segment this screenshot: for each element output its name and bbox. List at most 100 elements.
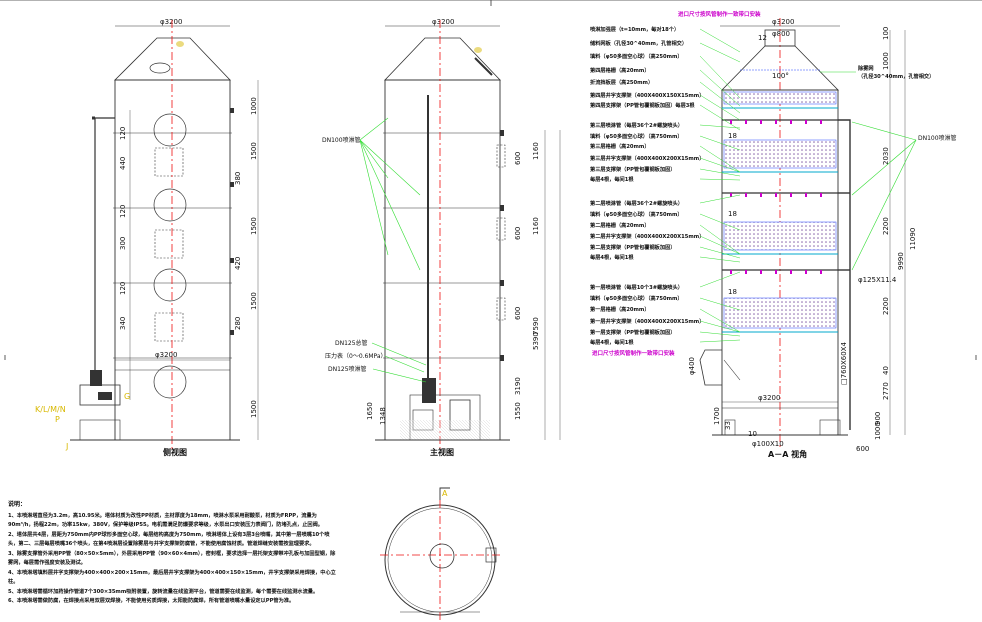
svg-text:φ3200: φ3200: [758, 394, 780, 402]
side-view: φ3200: [35, 18, 259, 457]
section-item-label: 第二层支撑架（PP管包覆钢板加固）: [590, 243, 675, 251]
section-item-label: 每层4根，每间1根: [590, 175, 634, 183]
side-pump-j: J: [65, 442, 68, 451]
section-top-note: 进口尺寸按风管制作一致带口安装: [678, 10, 761, 18]
section-item-label: 第四层格栅（高20mm）: [590, 66, 650, 74]
svg-text:φ800: φ800: [772, 30, 790, 38]
section-item-label: 第四层井字支撑架（400X400X150X15mm）: [590, 91, 704, 99]
section-item-label: 填料（φ50多面空心球）（高750mm）: [590, 294, 683, 302]
section-item-label: 第四层支撑架（PP管包覆钢板加固）每层3根: [590, 101, 695, 109]
section-view-title: A－A 视角: [768, 449, 807, 459]
side-top-dia: φ3200: [160, 18, 182, 26]
svg-text:11090: 11090: [909, 228, 917, 250]
svg-text:1700: 1700: [713, 407, 721, 425]
section-item-label: 第二层井字支撑架（400X400X200X15mm）: [590, 232, 704, 240]
section-item-leader: [699, 157, 741, 173]
section-item-label: 第二层喷淋管（每层36个2#螺旋喷头）: [590, 199, 683, 207]
section-item-leader: [699, 271, 741, 288]
svg-text:1550: 1550: [514, 402, 522, 420]
svg-text:1500: 1500: [250, 142, 258, 160]
main-view: φ3200: [322, 18, 561, 457]
section-item-leader: [699, 81, 741, 114]
section-item-label: 第一层格栅（高20mm）: [590, 305, 650, 313]
svg-text:420: 420: [234, 257, 242, 270]
section-item-label: 喷淋加强层（t=10mm，每对18个）: [590, 25, 679, 33]
section-item-leader: [699, 224, 741, 255]
section-item-leader: [699, 235, 741, 255]
svg-text:G: G: [124, 392, 130, 401]
section-item-leader: [699, 135, 741, 151]
svg-text:120: 120: [119, 205, 127, 218]
section-item-label: 第一层井字支撑架（400X400X200X15mm）: [590, 317, 704, 325]
svg-text:300: 300: [119, 237, 127, 250]
section-item-leader: [699, 213, 741, 231]
svg-text:2030: 2030: [882, 147, 890, 165]
section-item-leader: [699, 246, 741, 259]
main-dn125-out: DN125喷淋管: [328, 365, 367, 373]
section-item-leader: [699, 104, 741, 131]
main-gauge: 压力表（0～0.6MPa）: [325, 352, 387, 360]
svg-text:120: 120: [119, 282, 127, 295]
section-item-leader: [699, 339, 741, 343]
svg-text:9990: 9990: [897, 252, 905, 270]
section-screen-note: （孔径30^40mm，孔管相交）: [858, 72, 934, 80]
note-line: 3、除雾支撑管外采用PP管（80×50×5mm），外层采用PP管（90×60×4…: [8, 550, 336, 567]
section-item-label: 填料（φ50多面空心球）（高250mm）: [590, 52, 683, 60]
section-item-leader: [699, 320, 741, 333]
svg-text:φ125X11.4: φ125X11.4: [858, 276, 897, 284]
section-item-leader: [699, 94, 741, 121]
section-marker: A: [442, 489, 448, 498]
plan-view: A: [380, 487, 500, 622]
notes-heading: 说明：: [8, 501, 27, 508]
section-item-label: 折流挡板层（高250mm）: [590, 78, 653, 86]
svg-text:33: 33: [724, 421, 732, 430]
svg-text:1160: 1160: [532, 217, 540, 235]
section-item-label: 储料网板（孔径30^40mm，孔管相交）: [590, 39, 687, 47]
section-item-label: 第三层支撑架（PP管包覆钢板加固）: [590, 165, 675, 173]
section-item-label: 每层4根，每间1根: [590, 338, 634, 346]
svg-text:18: 18: [728, 288, 737, 296]
svg-text:600: 600: [514, 227, 522, 240]
svg-text:5390: 5390: [532, 332, 540, 350]
svg-text:φ3200: φ3200: [155, 351, 177, 359]
section-item-leader: [699, 194, 741, 204]
section-item-leader: [699, 69, 741, 107]
side-view-title: 侧视图: [163, 447, 187, 457]
svg-text:340: 340: [119, 317, 127, 330]
section-item-leader: [699, 168, 741, 177]
section-item-label: 第三层格栅（高20mm）: [590, 142, 650, 150]
note-line: 4、本喷淋塔填料层井字支撑架为400×400×200×15mm，最后层井字支撑架…: [8, 569, 336, 586]
svg-text:3190: 3190: [514, 377, 522, 395]
notes-block: 说明： 1、本喷淋塔直径为3.2m，高10.95米。塔体材质为改性PP材质，主材…: [8, 500, 338, 607]
svg-text:1500: 1500: [250, 400, 258, 418]
svg-text:2200: 2200: [882, 217, 890, 235]
svg-text:7590: 7590: [532, 317, 540, 335]
section-item-leader: [699, 178, 741, 181]
svg-text:1000: 1000: [874, 422, 882, 440]
svg-text:φ400: φ400: [688, 357, 696, 375]
svg-text:12: 12: [758, 34, 767, 42]
svg-text:1500: 1500: [250, 292, 258, 310]
section-item-label: 填料（φ50多面空心球）（高750mm）: [590, 210, 683, 218]
main-dn125-top: DN125总管: [335, 339, 368, 347]
note-line: 1、本喷淋塔直径为3.2m，高10.95米。塔体材质为改性PP材质，主材厚度为1…: [8, 512, 323, 529]
svg-text:1000: 1000: [882, 52, 890, 70]
section-item-leader: [699, 55, 741, 99]
svg-text:40: 40: [882, 366, 890, 375]
svg-text:10: 10: [748, 430, 757, 438]
section-item-leader: [699, 42, 741, 63]
section-item-leader: [699, 331, 741, 337]
section-item-leader: [699, 28, 741, 53]
section-item-leader: [699, 124, 741, 129]
section-item-label: 第一层支撑架（PP管包覆钢板加固）: [590, 328, 675, 336]
main-dn100-label: DN100喷淋管: [322, 136, 361, 144]
section-screen-label: 除雾网: [858, 64, 874, 72]
svg-text:2770: 2770: [882, 382, 890, 400]
section-dn100-label: DN100喷淋管: [918, 134, 957, 142]
section-bottom-note: 进口尺寸按风管制作一致带口安装: [592, 349, 675, 357]
svg-text:600: 600: [856, 445, 869, 453]
section-item-label: 第二层格栅（高20mm）: [590, 221, 650, 229]
note-line: 5、本喷淋塔需循环加药操作管道7个300×35mm吸附装置，旋转流量在线监测平台…: [8, 588, 319, 595]
svg-text:φ100X10: φ100X10: [752, 440, 784, 448]
svg-text:1000: 1000: [250, 97, 258, 115]
